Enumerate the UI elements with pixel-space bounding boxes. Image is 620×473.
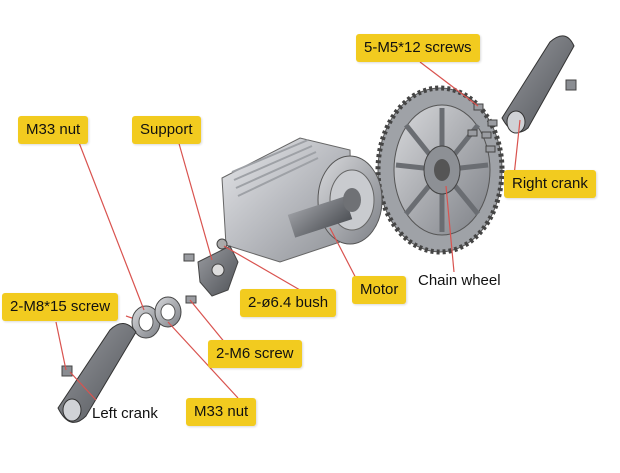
label-support: Support xyxy=(132,116,201,144)
small-hardware xyxy=(61,79,577,377)
m33-nut-parts xyxy=(131,296,182,339)
label-m33-nut-bottom: M33 nut xyxy=(186,398,257,426)
right-crank-part xyxy=(501,35,575,134)
label-m33-nut-top: M33 nut xyxy=(18,116,89,144)
leader-lines xyxy=(55,61,521,401)
label-m6-screw: 2-M6 screw xyxy=(208,340,302,368)
label-right-crank: Right crank xyxy=(504,170,596,198)
label-bush: 2-ø6.4 bush xyxy=(240,289,337,317)
label-chain-wheel: Chain wheel xyxy=(418,272,501,289)
label-motor: Motor xyxy=(352,276,407,304)
label-m8-screw: 2-M8*15 screw xyxy=(2,293,119,321)
label-left-crank: Left crank xyxy=(92,405,158,422)
motor-part xyxy=(221,137,383,263)
chain-wheel-part xyxy=(375,85,505,255)
left-crank-part xyxy=(57,323,137,423)
support-part xyxy=(197,245,239,297)
label-m5-screws: 5-M5*12 screws xyxy=(356,34,480,62)
